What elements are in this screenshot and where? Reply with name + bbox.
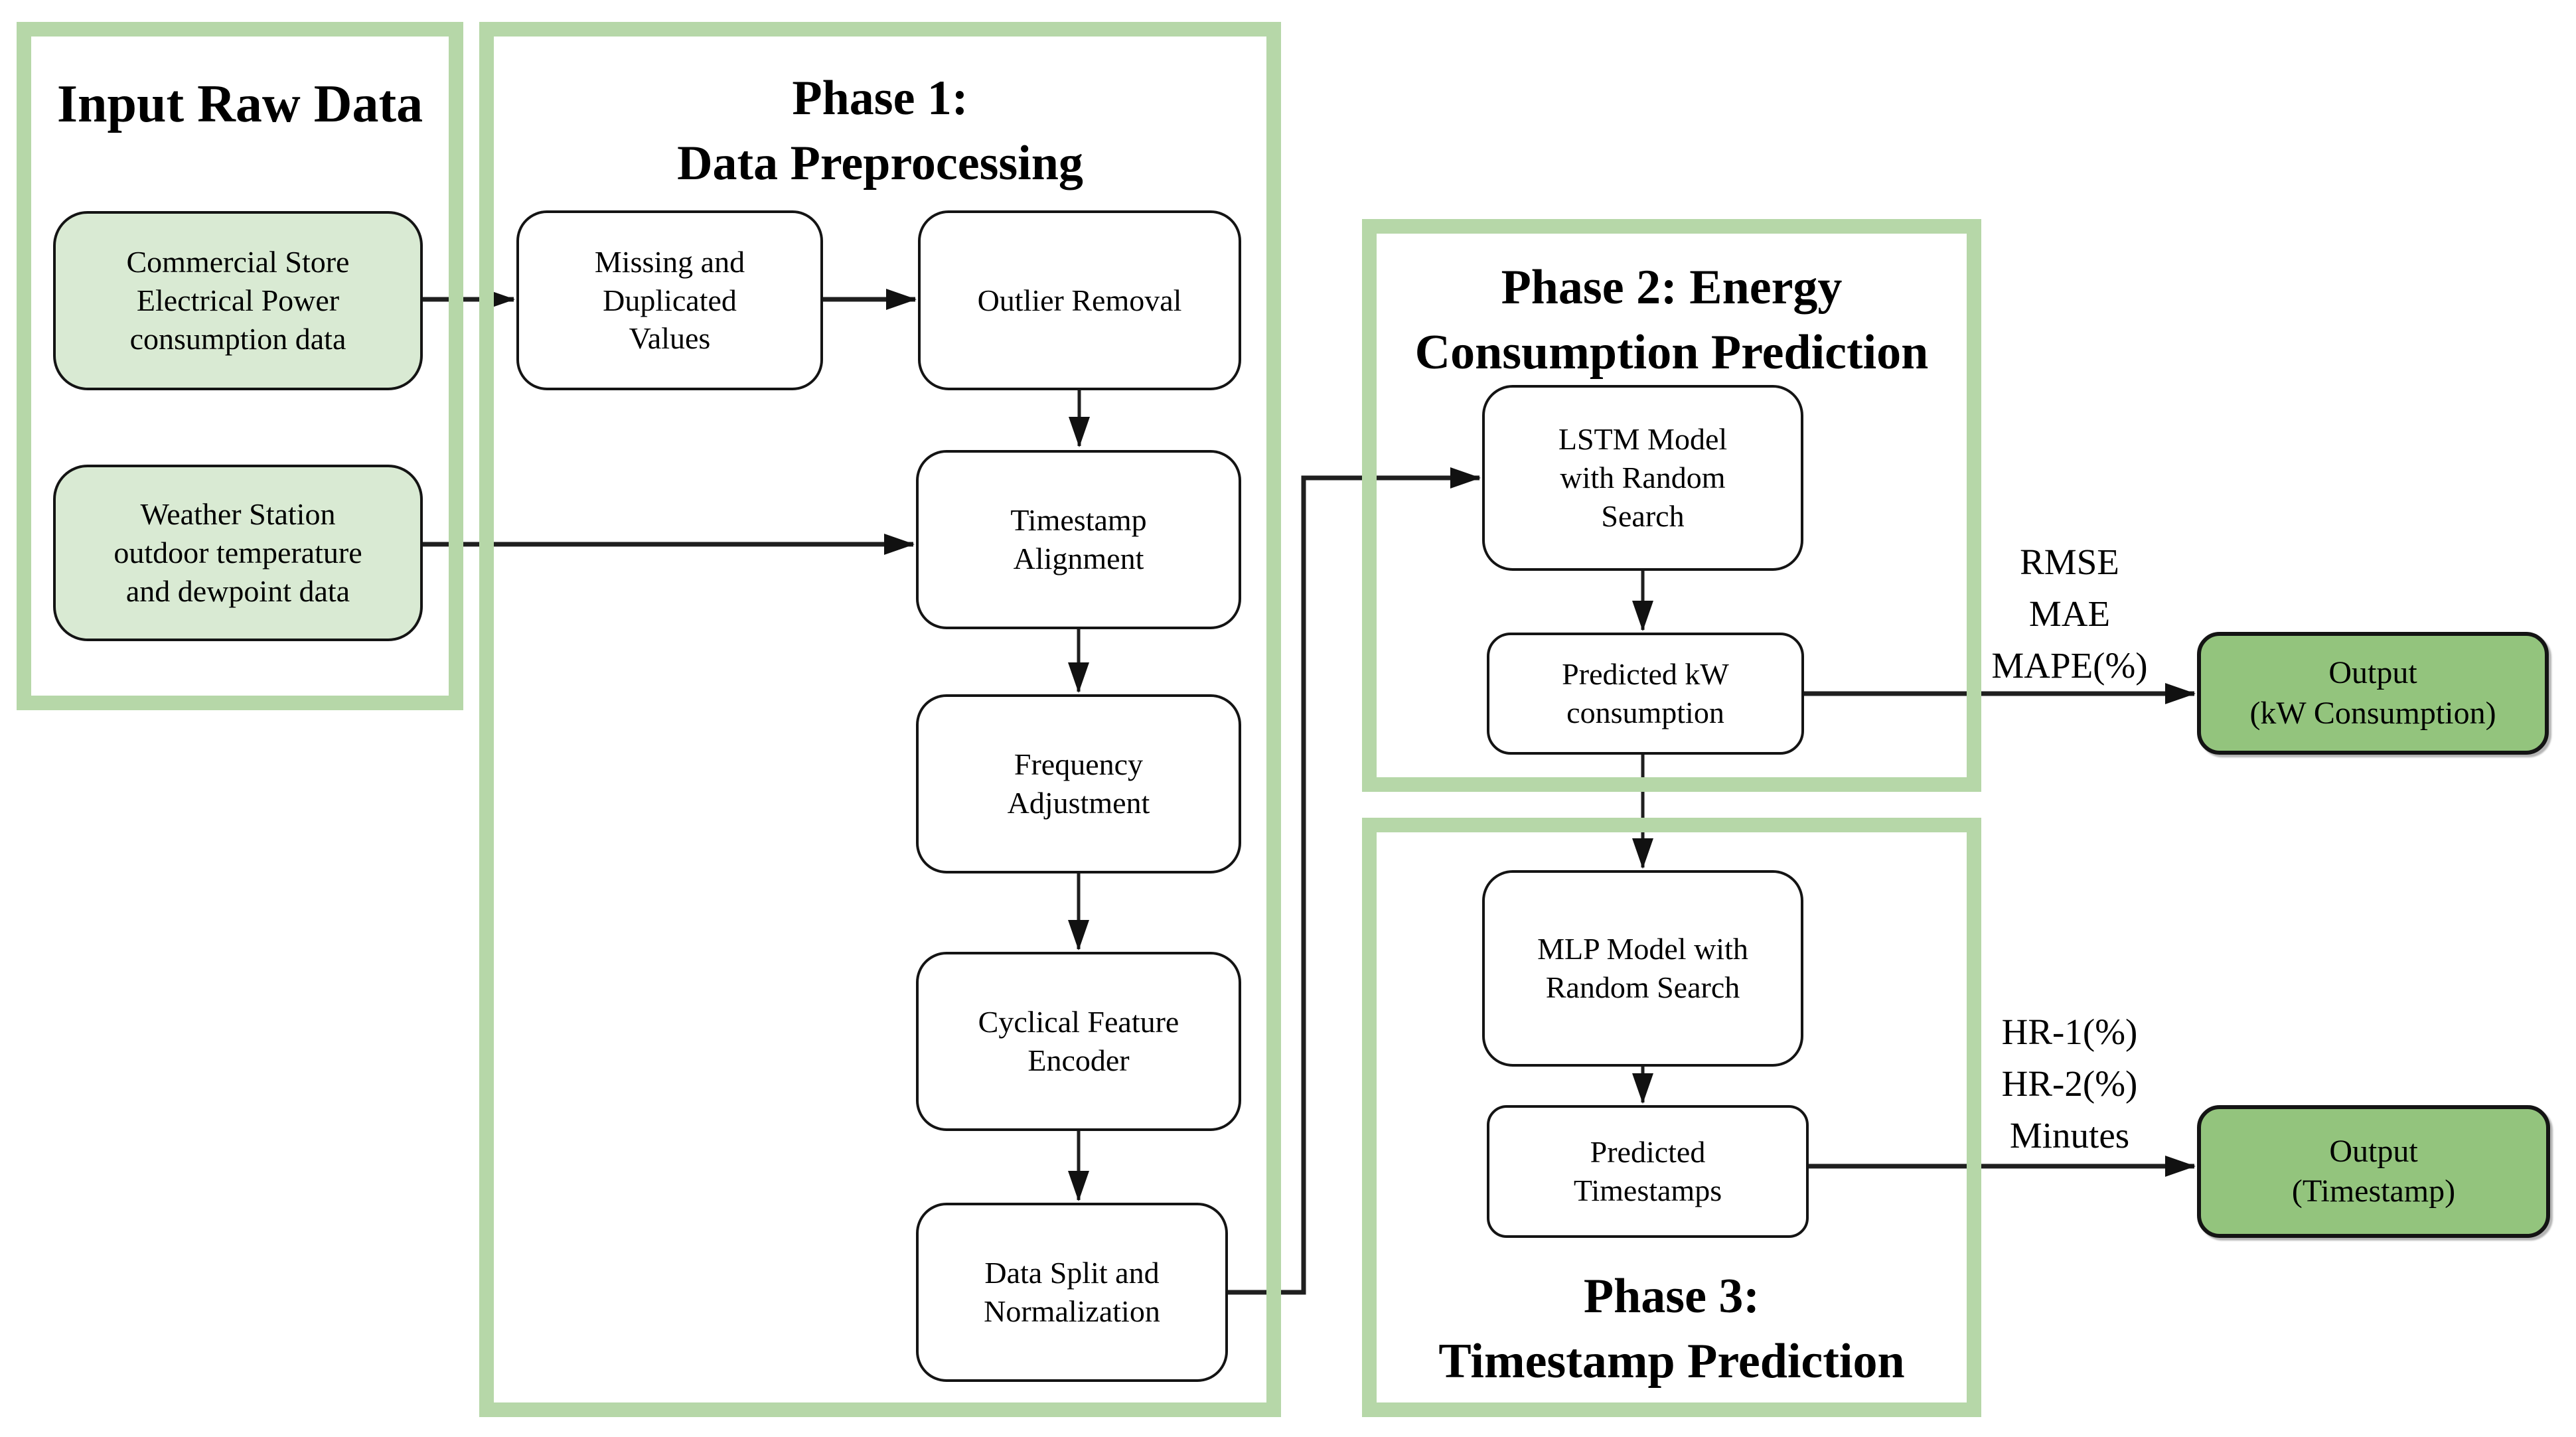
phase1-title: Phase 1: Data Preprocessing: [677, 71, 1083, 190]
phase2-panel: [1362, 219, 1981, 792]
data-split-normalization-box: Data Split and Normalization: [916, 1203, 1228, 1382]
input-raw-data-panel: [17, 22, 463, 710]
output-timestamp-box: Output (Timestamp): [2197, 1105, 2550, 1238]
phase3-title: Phase 3: Timestamp Prediction: [1438, 1269, 1905, 1389]
phase2-title: Phase 2: Energy Consumption Prediction: [1414, 260, 1929, 380]
arrow-datasplit-to-lstm: [1228, 467, 1481, 1295]
input-panel-title: Input Raw Data: [56, 75, 423, 133]
output-kw-consumption-box: Output (kW Consumption): [2197, 632, 2549, 755]
cyclical-feature-encoder-box: Cyclical Feature Encoder: [916, 952, 1241, 1131]
timestamp-metrics-label: HR-1(%) HR-2(%) Minutes: [2001, 1012, 2138, 1156]
mlp-model-box: MLP Model with Random Search: [1482, 870, 1803, 1067]
predicted-timestamps-box: Predicted Timestamps: [1487, 1105, 1809, 1238]
lstm-model-box: LSTM Model with Random Search: [1482, 385, 1803, 571]
phase3-panel: [1362, 818, 1981, 1417]
commercial-store-data-box: Commercial Store Electrical Power consum…: [53, 211, 423, 390]
weather-station-data-box: Weather Station outdoor temperature and …: [53, 465, 423, 641]
outlier-removal-box: Outlier Removal: [918, 210, 1241, 390]
predicted-kw-consumption-box: Predicted kW consumption: [1487, 633, 1804, 755]
timestamp-alignment-box: Timestamp Alignment: [916, 450, 1241, 629]
frequency-adjustment-box: Frequency Adjustment: [916, 694, 1241, 873]
missing-duplicated-values-box: Missing and Duplicated Values: [516, 210, 823, 390]
phase1-panel: [479, 22, 1281, 1417]
kw-metrics-label: RMSE MAE MAPE(%): [1991, 542, 2148, 686]
